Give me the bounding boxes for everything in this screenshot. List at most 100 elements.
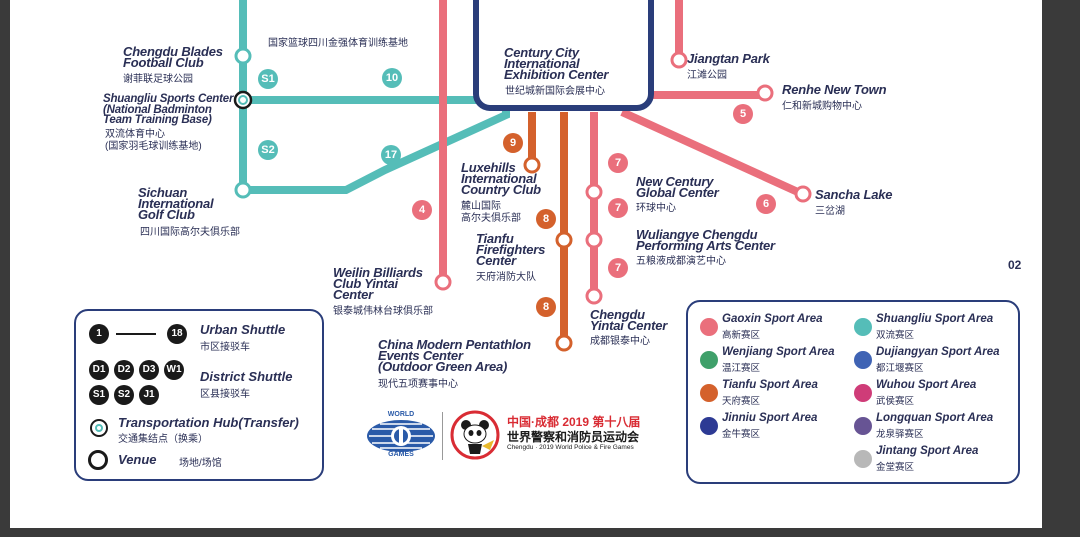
district-shuttle-zh: 区县接驳车	[200, 389, 250, 400]
jintang-swatch	[854, 450, 872, 468]
logo-divider	[442, 412, 443, 460]
wenjiang-swatch	[700, 351, 718, 369]
tianfu-zh: 天府赛区	[722, 396, 761, 407]
venue-century-city: Century City International Exhibition Ce…	[504, 45, 609, 82]
district-badge-d1: D1	[89, 360, 109, 380]
map-sheet: S1 10 S2 17 4 9 8 8 5 7 7 7 6 Chengdu Bl…	[10, 0, 1042, 528]
shuangliu-label: Shuangliu Sport Area	[876, 313, 994, 325]
urban-to-badge: 18	[167, 324, 187, 344]
event-title-en: Chengdu · 2019 World Police & Fire Games	[507, 444, 634, 451]
hub-legend-label: Transportation Hub(Transfer)	[118, 415, 299, 430]
venue-sichuan-golf-zh: 四川国际高尔夫俱乐部	[140, 227, 240, 238]
district-badge-d2: D2	[114, 360, 134, 380]
wuhou-zh: 武侯赛区	[876, 396, 915, 407]
venue-pentathlon: China Modern Pentathlon Events Center (O…	[378, 337, 531, 374]
jinniu-label: Jinniu Sport Area	[722, 412, 818, 424]
route-badge-8a: 8	[536, 209, 556, 229]
venue-new-century: New Century Global Center	[636, 174, 719, 200]
world-games-logo: WORLD GAMES	[366, 411, 436, 459]
venue-pentathlon-zh: 现代五项赛事中心	[378, 379, 458, 390]
stop-wuliangye	[585, 231, 603, 249]
page-number: 02	[1008, 258, 1022, 272]
venue-tianfu-fire: Tianfu Firefighters Center	[476, 231, 546, 268]
longquan-swatch	[854, 417, 872, 435]
wenjiang-label: Wenjiang Sport Area	[722, 346, 835, 358]
stop-chengdu-blades	[234, 47, 252, 65]
world-games-top-text: WORLD	[387, 411, 415, 418]
venue-shuangliu-sports-zh: 双流体育中心	[105, 129, 165, 140]
route-badge-17: 17	[381, 145, 401, 165]
venue-renhe-zh: 仁和新城购物中心	[782, 101, 862, 112]
wuhou-label: Wuhou Sport Area	[876, 379, 977, 391]
shuttle-legend: 1 18 Urban Shuttle 市区接驳车 D1 D2 D3 W1 S1 …	[74, 309, 324, 481]
hub-legend-icon	[90, 419, 108, 437]
jinniu-zh: 金牛赛区	[722, 429, 761, 440]
venue-shuangliu-sports-zh2: (国家羽毛球训练基地)	[105, 141, 202, 152]
venue-chengdu-yintai: Chengdu Yintai Center	[590, 307, 668, 333]
route-badge-8b: 8	[536, 297, 556, 317]
route-lines	[233, 0, 812, 352]
stop-tianfu-fire	[555, 231, 573, 249]
venue-weilin: Weilin Billiards Club Yintai Center	[333, 265, 423, 302]
venue-sancha-zh: 三岔湖	[815, 206, 845, 217]
route-badge-10: 10	[382, 68, 402, 88]
shuangliu-zh: 双流赛区	[876, 330, 915, 341]
tianfu-label: Tianfu Sport Area	[722, 379, 818, 391]
longquan-label: Longquan Sport Area	[876, 412, 994, 424]
stop-sancha	[794, 185, 812, 203]
district-shuttle-label: District Shuttle	[200, 369, 293, 384]
urban-dash	[116, 333, 156, 335]
hub-icon-inner	[238, 95, 248, 105]
stop-jiangtan	[670, 51, 688, 69]
stop-pentathlon	[555, 334, 573, 352]
venue-chengdu-blades: Chengdu Blades Football Club	[123, 44, 223, 70]
district-badge-w1: W1	[164, 360, 184, 380]
venue-legend-zh: 场地/场馆	[179, 458, 222, 469]
panda-logo	[450, 410, 500, 460]
route-badge-6: 6	[756, 194, 776, 214]
world-games-bottom-text: GAMES	[388, 451, 414, 458]
venue-sichuan-golf: Sichuan International Golf Club	[138, 185, 214, 222]
route-badge-5: 5	[733, 104, 753, 124]
venue-jiangtan-park-zh: 江滩公园	[687, 70, 727, 81]
gaoxin-swatch	[700, 318, 718, 336]
venue-shuangliu-sports: Shuangliu Sports Center (National Badmin…	[103, 93, 234, 126]
dujiangyan-label: Dujiangyan Sport Area	[876, 346, 1000, 358]
hub-legend-zh: 交通集结点（换乘）	[118, 434, 208, 445]
sport-area-legend: Gaoxin Sport Area 高新赛区 Shuangliu Sport A…	[686, 300, 1020, 484]
route-badge-7b: 7	[608, 198, 628, 218]
venue-luxehills-zh2: 高尔夫俱乐部	[461, 213, 521, 224]
longquan-zh: 龙泉驿赛区	[876, 429, 924, 440]
route-badge-s2: S2	[258, 140, 278, 160]
gaoxin-zh: 高新赛区	[722, 330, 761, 341]
venue-new-century-zh: 环球中心	[636, 203, 676, 214]
jinniu-swatch	[700, 417, 718, 435]
venue-luxehills-zh: 麓山国际	[461, 201, 501, 212]
district-badge-s1: S1	[89, 385, 109, 405]
venue-basketball-base-zh: 国家篮球四川金强体育训练基地	[268, 38, 408, 49]
urban-shuttle-zh: 市区接驳车	[200, 342, 250, 353]
route-badge-4: 4	[412, 200, 432, 220]
urban-from-badge: 1	[89, 324, 109, 344]
stop-sichuan-golf	[234, 181, 252, 199]
tianfu-swatch	[700, 384, 718, 402]
venue-legend-icon	[88, 450, 108, 470]
venue-chengdu-yintai-zh: 成都银泰中心	[590, 336, 650, 347]
venue-chengdu-blades-zh: 谢菲联足球公园	[123, 74, 193, 85]
jintang-label: Jintang Sport Area	[876, 445, 979, 457]
stop-renhe	[756, 84, 774, 102]
event-title-zh: 中国·成都 2019 第十八届	[507, 415, 641, 429]
venue-weilin-zh: 银泰城伟林台球俱乐部	[333, 306, 433, 317]
venue-wuliangye-zh: 五粮液成都演艺中心	[636, 256, 726, 267]
venue-luxehills: Luxehills International Country Club	[461, 160, 541, 197]
venue-sancha: Sancha Lake	[815, 187, 893, 202]
stop-chengdu-yintai	[585, 287, 603, 305]
gaoxin-label: Gaoxin Sport Area	[722, 313, 823, 325]
venue-renhe: Renhe New Town	[782, 82, 887, 97]
route-badge-7c: 7	[608, 258, 628, 278]
dujiangyan-swatch	[854, 351, 872, 369]
stop-weilin	[434, 273, 452, 291]
venue-tianfu-fire-zh: 天府消防大队	[476, 272, 536, 283]
district-badge-s2: S2	[114, 385, 134, 405]
shuangliu-swatch	[854, 318, 872, 336]
